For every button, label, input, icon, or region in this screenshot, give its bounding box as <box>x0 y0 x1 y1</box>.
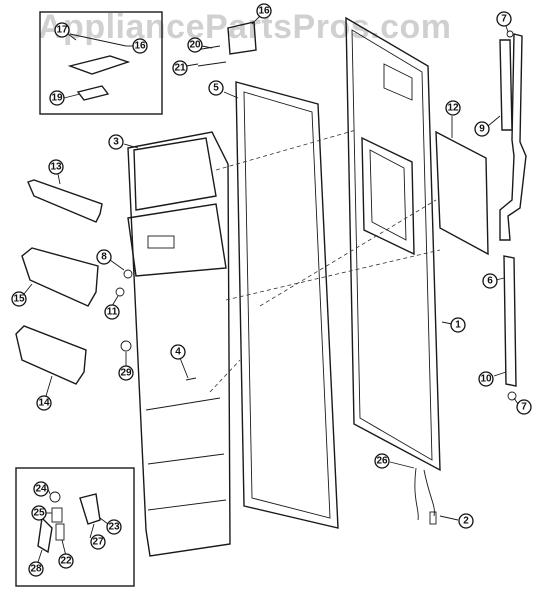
callout-29: 29 <box>118 352 134 381</box>
svg-text:24: 24 <box>35 484 47 495</box>
svg-text:6: 6 <box>487 276 493 287</box>
svg-text:1: 1 <box>455 320 461 331</box>
svg-text:2: 2 <box>463 516 469 527</box>
svg-text:15: 15 <box>13 294 25 305</box>
callout-28: 28 <box>28 549 44 577</box>
callout-2: 2 <box>439 513 474 529</box>
small-hardware <box>115 30 517 525</box>
svg-text:19: 19 <box>51 93 63 104</box>
callout-6: 6 <box>482 273 505 289</box>
trim-strips <box>499 33 527 387</box>
svg-text:9: 9 <box>479 124 485 135</box>
svg-text:17: 17 <box>56 25 68 36</box>
svg-text:23: 23 <box>108 522 120 533</box>
svg-text:12: 12 <box>447 103 459 114</box>
callout-1: 1 <box>441 317 466 333</box>
svg-text:16: 16 <box>258 6 270 17</box>
svg-text:26: 26 <box>376 456 388 467</box>
callout-17: 17 <box>54 22 77 41</box>
inset-bracket-parts <box>15 467 135 587</box>
hinge-parts <box>195 21 257 67</box>
door-panel <box>345 16 441 472</box>
svg-text:8: 8 <box>101 252 107 263</box>
callout-23: 23 <box>99 517 122 535</box>
callout-11: 11 <box>104 295 120 320</box>
svg-text:20: 20 <box>189 40 201 51</box>
svg-text:4: 4 <box>175 347 181 358</box>
callout-5: 5 <box>208 80 239 99</box>
callout-19: 19 <box>49 90 81 106</box>
svg-text:11: 11 <box>107 307 118 318</box>
svg-text:7: 7 <box>521 402 527 413</box>
callout-22: 22 <box>58 539 74 569</box>
svg-text:21: 21 <box>174 63 186 74</box>
assembly-lines <box>209 129 441 393</box>
callout-7-bottom: 7 <box>513 397 532 415</box>
svg-text:28: 28 <box>30 564 42 575</box>
callout-27: 27 <box>89 523 106 550</box>
door-gasket <box>235 81 339 529</box>
door-liner <box>127 131 231 557</box>
callout-3: 3 <box>108 134 139 150</box>
inset-hinge-top <box>39 11 163 115</box>
callout-14: 14 <box>36 375 53 411</box>
svg-text:5: 5 <box>213 83 219 94</box>
dispenser-panel <box>435 130 489 256</box>
svg-text:29: 29 <box>120 368 132 379</box>
callout-13: 13 <box>48 159 64 185</box>
callout-7-top: 7 <box>496 11 512 33</box>
callout-24: 24 <box>33 481 51 497</box>
callout-26: 26 <box>374 453 415 469</box>
callout-4: 4 <box>170 344 189 379</box>
callout-25: 25 <box>31 505 52 521</box>
callout-20: 20 <box>187 37 213 53</box>
svg-text:3: 3 <box>113 137 119 148</box>
callout-16-top: 16 <box>251 3 272 25</box>
svg-text:25: 25 <box>33 508 45 519</box>
callout-9: 9 <box>474 115 501 137</box>
svg-text:13: 13 <box>50 162 62 173</box>
svg-text:7: 7 <box>501 14 507 25</box>
callout-8: 8 <box>96 249 125 271</box>
svg-text:16: 16 <box>134 41 146 52</box>
callout-16-inset: 16 <box>126 38 148 54</box>
callout-15: 15 <box>11 283 33 307</box>
svg-text:14: 14 <box>38 398 50 409</box>
svg-text:10: 10 <box>480 374 492 385</box>
door-bins <box>15 179 103 385</box>
callout-21: 21 <box>172 60 199 76</box>
callout-12: 12 <box>445 100 461 138</box>
callout-10: 10 <box>478 371 507 387</box>
svg-text:22: 22 <box>60 556 72 567</box>
svg-text:27: 27 <box>92 537 104 548</box>
